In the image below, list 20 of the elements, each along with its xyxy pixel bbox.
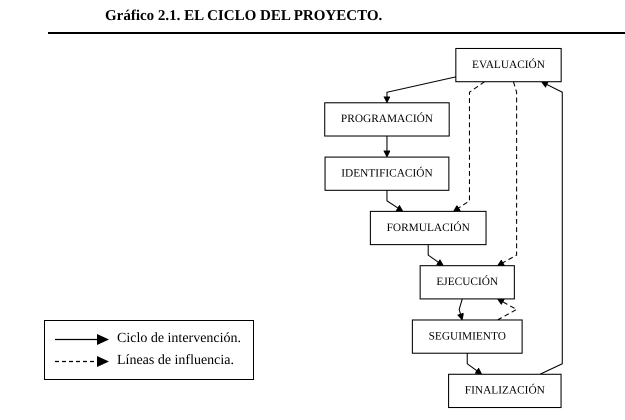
- arrow: [466, 353, 482, 375]
- node-box: FORMULACIÓN: [370, 210, 487, 246]
- node-box: IDENTIFICACIÓN: [324, 156, 450, 191]
- node-box: EVALUACIÓN: [455, 48, 562, 82]
- node-box: PROGRAMACIÓN: [324, 102, 450, 137]
- node-box: FINALIZACIÓN: [448, 374, 562, 408]
- arrow: [453, 81, 485, 212]
- arrow: [497, 298, 518, 320]
- diagram-title: Gráfico 2.1. EL CICLO DEL PROYECTO.: [105, 8, 382, 25]
- arrow: [457, 298, 464, 320]
- node-box: SEGUIMIENTO: [412, 319, 523, 354]
- node-box: EJECUCIÓN: [420, 265, 515, 300]
- arrow: [428, 244, 444, 266]
- arrow: [497, 82, 518, 266]
- arrow: [383, 76, 456, 104]
- arrow: [540, 81, 563, 375]
- legend-label: Líneas de influencia.: [117, 353, 234, 369]
- arrow: [386, 190, 404, 212]
- legend-label: Ciclo de intervención.: [117, 331, 242, 347]
- arrow: [383, 136, 391, 158]
